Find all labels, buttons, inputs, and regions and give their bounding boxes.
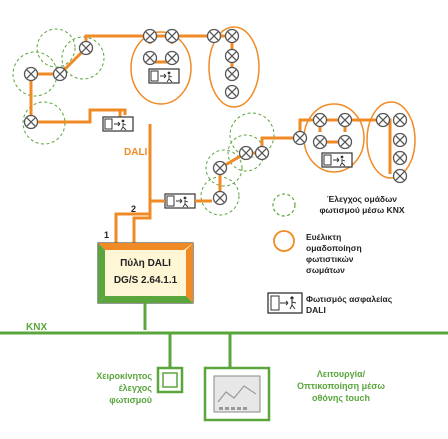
dali-label: DALI — [124, 147, 148, 158]
legend-emergency-lighting: Φωτισμός ασφαλείας DALI — [306, 294, 393, 315]
line-1-label: 1 — [104, 230, 110, 240]
legend-knx-groups: Έλεγχος ομάδων φωτισμού μέσω KNX — [319, 194, 405, 215]
lamp-icon — [164, 28, 180, 44]
lamp-icon — [224, 48, 240, 64]
lamp-icon — [392, 132, 408, 148]
lamp-icon — [78, 40, 94, 56]
push-button-icon — [156, 366, 184, 394]
lamp-icon — [164, 50, 180, 66]
knx-label: KNX — [26, 322, 48, 333]
lamp-icon — [52, 66, 68, 82]
dashed-circle-icon — [272, 193, 296, 217]
lamp-icon — [312, 134, 328, 150]
lamp-icon — [337, 112, 353, 128]
upper-left-lamp-group — [12, 26, 260, 145]
lamp-icon — [142, 50, 158, 66]
manual-control-label: Χειροκίνητος έλεγχος φωτισμού — [96, 371, 152, 405]
legend-emergency-exit-icon — [267, 292, 303, 314]
gateway-model: DG/S 2.64.1.1 — [113, 275, 178, 286]
lamp-icon — [206, 28, 222, 44]
orange-circle-icon — [273, 230, 295, 252]
lamp-icon — [392, 168, 408, 184]
upper-right-lamp-group — [164, 101, 416, 216]
touch-screen-icon — [203, 366, 271, 422]
lamp-icon — [224, 84, 240, 100]
lamp-icon — [337, 134, 353, 150]
lamp-icon — [392, 150, 408, 166]
legend-flexible-grouping: Ευέλικτη ομαδοποίηση φωτιστικών σωμάτων — [306, 232, 362, 275]
lamp-icon — [142, 28, 158, 44]
gateway-title: Πύλη DALI — [120, 258, 171, 269]
lamp-icon — [224, 28, 240, 44]
lamp-icon — [312, 112, 328, 128]
line-2-label: 2 — [131, 204, 137, 214]
dali-lines — [114, 124, 212, 250]
emergency-exit-icon — [102, 116, 134, 132]
touch-panel-label: Λειτουργία/ Οπτικοποίηση μέσω οθόνης tou… — [297, 369, 385, 403]
emergency-exit-icon — [148, 68, 180, 84]
lamp-icon — [392, 112, 408, 128]
emergency-exit-icon — [164, 193, 196, 209]
knx-bus — [0, 303, 448, 370]
lamp-icon — [224, 66, 240, 82]
lamp-icon — [292, 130, 308, 146]
lamp-icon — [212, 160, 228, 176]
lamp-icon — [23, 66, 39, 82]
dali-gateway — [97, 242, 194, 304]
lamp-icon — [238, 145, 254, 161]
lamp-icon — [254, 145, 270, 161]
lamp-icon — [23, 114, 39, 130]
lamp-icon — [375, 112, 391, 128]
lamp-icon — [212, 190, 228, 206]
emergency-exit-icon — [321, 152, 353, 168]
